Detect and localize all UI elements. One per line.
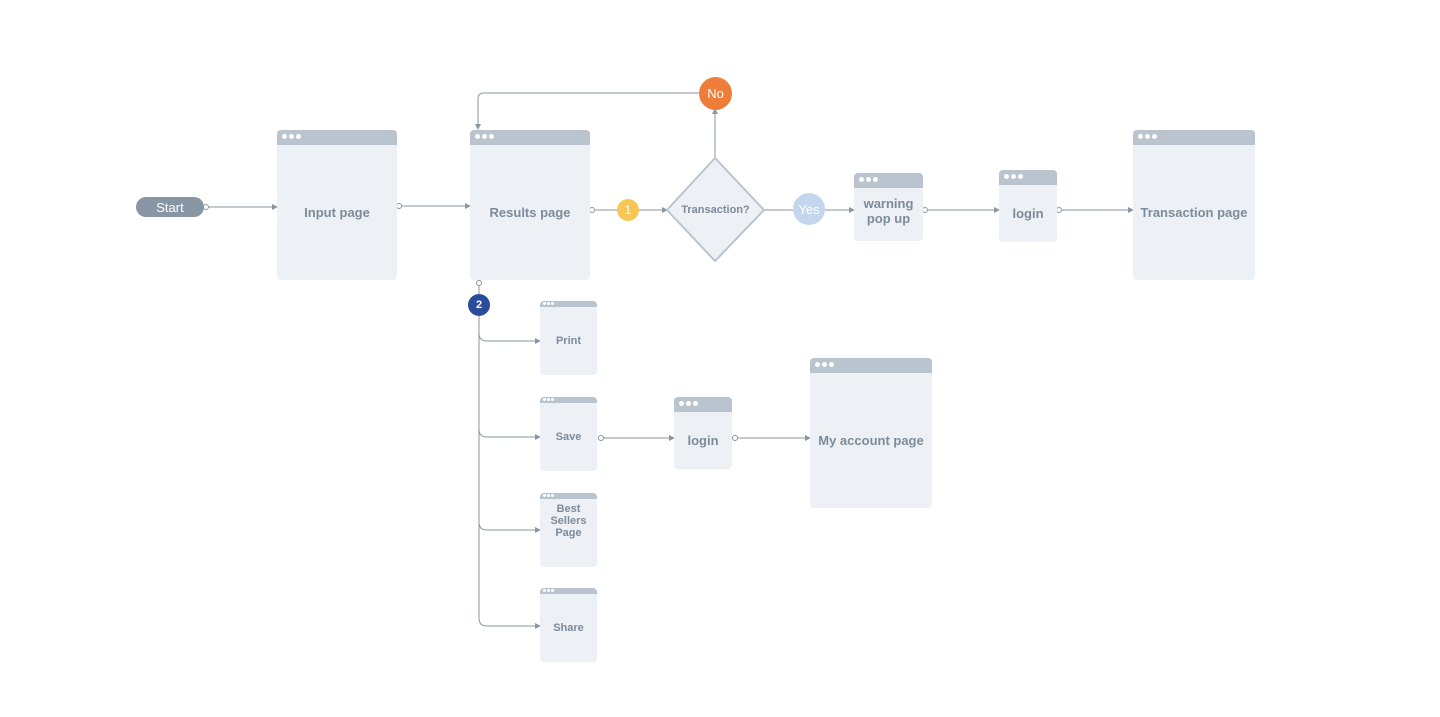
marker-yes: Yes <box>793 193 825 225</box>
login-bottom-node: login <box>674 397 732 469</box>
login-top-label: login <box>1012 206 1044 221</box>
window-dots-icon <box>543 302 554 309</box>
marker-no: No <box>699 77 732 110</box>
window-bar <box>854 173 923 188</box>
results-page-node: Results page <box>470 130 590 280</box>
port-input <box>396 203 402 209</box>
window-bar <box>470 130 590 145</box>
start-node: Start <box>136 197 204 217</box>
share-node: Share <box>540 588 597 662</box>
print-node: Print <box>540 301 597 375</box>
window-dots-icon <box>543 494 554 501</box>
edge-branch-print <box>478 332 541 344</box>
window-dots-icon <box>815 362 834 369</box>
window-bar <box>540 588 597 594</box>
edge-branch-best <box>478 521 541 533</box>
window-dots-icon <box>859 177 878 184</box>
port-start <box>203 204 209 210</box>
window-dots-icon <box>1004 174 1023 181</box>
window-bar <box>1133 130 1255 145</box>
login-bottom-label: login <box>687 433 719 448</box>
port-warning <box>922 207 928 213</box>
port-login-bottom <box>732 435 738 441</box>
window-dots-icon <box>475 134 494 141</box>
window-bar <box>540 493 597 499</box>
marker-yes-label: Yes <box>798 201 820 217</box>
login-top-node: login <box>999 170 1057 242</box>
marker-2-label: 2 <box>475 299 483 311</box>
edge-branch-trunk <box>478 316 541 629</box>
marker-1-label: 1 <box>624 203 632 217</box>
window-bar <box>540 301 597 307</box>
transaction-page-label: Transaction page <box>1140 205 1248 220</box>
window-bar <box>540 397 597 403</box>
best-sellers-label: Best Sellers Page <box>550 503 587 539</box>
window-bar <box>277 130 397 145</box>
results-page-label: Results page <box>489 205 571 220</box>
port-results-bottom <box>476 280 482 286</box>
window-dots-icon <box>282 134 301 141</box>
transaction-page-node: Transaction page <box>1133 130 1255 280</box>
window-dots-icon <box>543 589 554 596</box>
my-account-page-node: My account page <box>810 358 932 508</box>
window-dots-icon <box>679 401 698 408</box>
port-login-top <box>1056 207 1062 213</box>
edge-no-results <box>475 92 700 130</box>
my-account-page-label: My account page <box>818 433 924 448</box>
port-results-right <box>589 207 595 213</box>
decision-diamond <box>666 157 765 262</box>
marker-no-label: No <box>707 86 724 101</box>
share-label: Share <box>553 622 584 634</box>
start-label: Start <box>156 199 184 215</box>
input-page-label: Input page <box>304 205 370 220</box>
input-page-node: Input page <box>277 130 397 280</box>
print-label: Print <box>555 335 582 347</box>
best-sellers-node: Best Sellers Page <box>540 493 597 567</box>
window-dots-icon <box>543 398 554 405</box>
save-node: Save <box>540 397 597 471</box>
window-bar <box>999 170 1057 185</box>
warning-popup-node: warning pop up <box>854 173 923 241</box>
save-label: Save <box>555 431 582 443</box>
marker-1: 1 <box>617 199 639 221</box>
window-bar <box>674 397 732 412</box>
marker-2: 2 <box>468 294 490 316</box>
warning-popup-label: warning pop up <box>863 196 914 226</box>
decision-label: Transaction? <box>681 204 750 216</box>
window-dots-icon <box>1138 134 1157 141</box>
edge-branch-save <box>478 428 541 440</box>
port-save <box>598 435 604 441</box>
window-bar <box>810 358 932 373</box>
